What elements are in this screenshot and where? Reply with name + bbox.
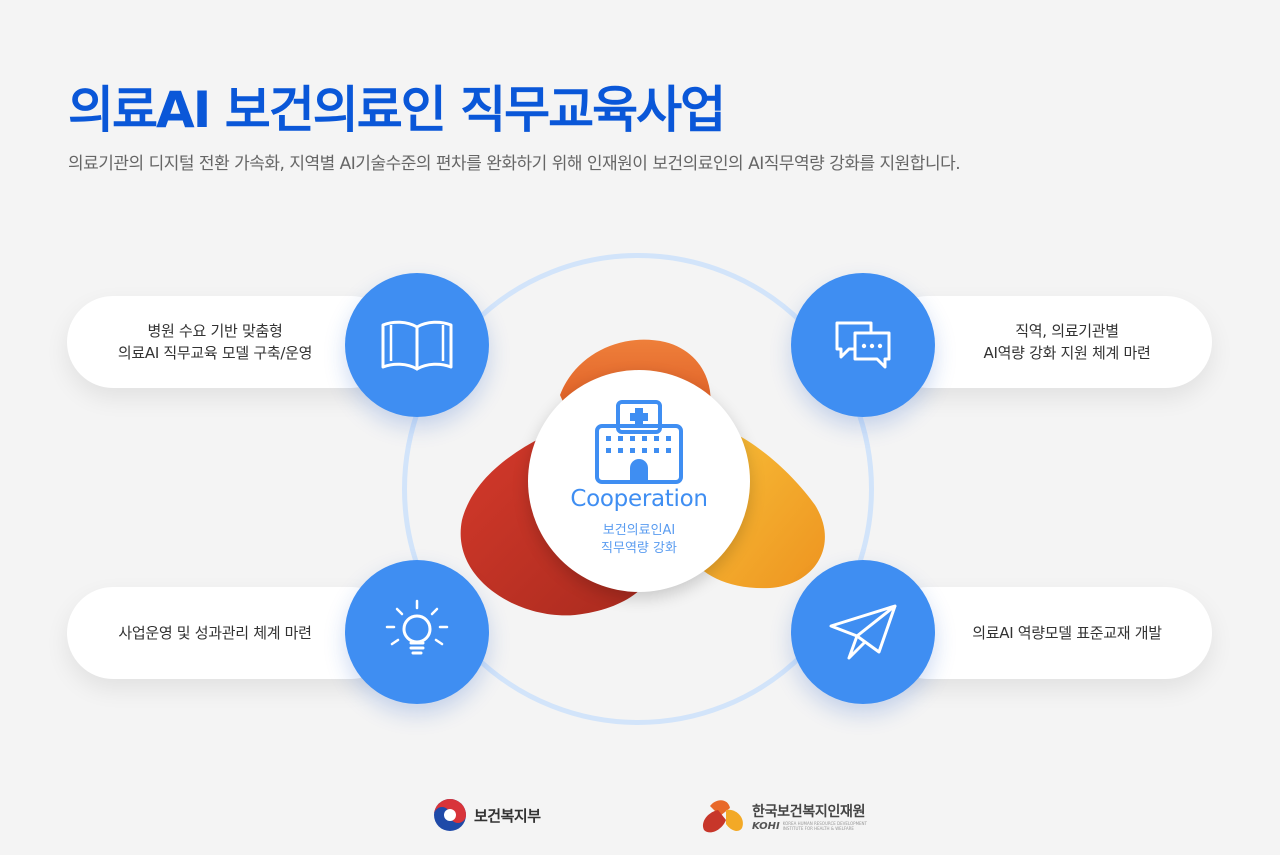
kohi-abbr: KOHI [752,820,780,832]
page-title: 의료AI 보건의료인 직무교육사업 [68,81,726,139]
center-subtitle: 보건의료인AI 직무역량 강화 [601,523,677,556]
item-card-management: 사업운영 및 성과관리 체계 마련 [67,587,397,679]
item-icon-circle [345,560,489,704]
item-icon-circle [791,560,935,704]
taegeuk-emblem-icon [434,799,466,831]
center-circle: Cooperation 보건의료인AI 직무역량 강화 [528,370,750,592]
item-text: 의료AI 역량모델 표준교재 개발 [972,624,1162,642]
item-text: 직역, 의료기관별 AI역량 강화 지원 체계 마련 [983,322,1151,362]
mohw-logo: 보건복지부 [432,797,541,833]
hospital-icon [595,400,683,484]
kohi-logo: 한국보건복지인재원 KOHI KOREA HUMAN RESOURCE DEVE… [700,798,888,834]
mohw-name: 보건복지부 [474,806,541,825]
chat-bubbles-icon [835,321,891,369]
item-text: 병원 수요 기반 맞춤형 의료AI 직무교육 모델 구축/운영 [117,322,313,362]
paper-plane-icon [829,604,897,660]
item-text: 사업운영 및 성과관리 체계 마련 [118,624,312,642]
item-icon-circle [345,273,489,417]
kohi-english-name: KOREA HUMAN RESOURCE DEVELOPMENT INSTITU… [782,821,867,831]
item-card-model: 병원 수요 기반 맞춤형 의료AI 직무교육 모델 구축/운영 [67,296,397,388]
item-card-textbook: 의료AI 역량모델 표준교재 개발 [882,587,1212,679]
page-subtitle: 의료기관의 디지털 전환 가속화, 지역별 AI기술수준의 편차를 완화하기 위… [68,154,961,174]
item-card-support: 직역, 의료기관별 AI역량 강화 지원 체계 마련 [882,296,1212,388]
item-icon-circle [791,273,935,417]
kohi-emblem-icon [702,800,743,833]
center-title: Cooperation [570,486,708,512]
lightbulb-icon [385,599,449,655]
diagram-ring [402,253,874,725]
open-book-icon [381,320,453,371]
kohi-name: 한국보건복지인재원 [752,803,866,820]
